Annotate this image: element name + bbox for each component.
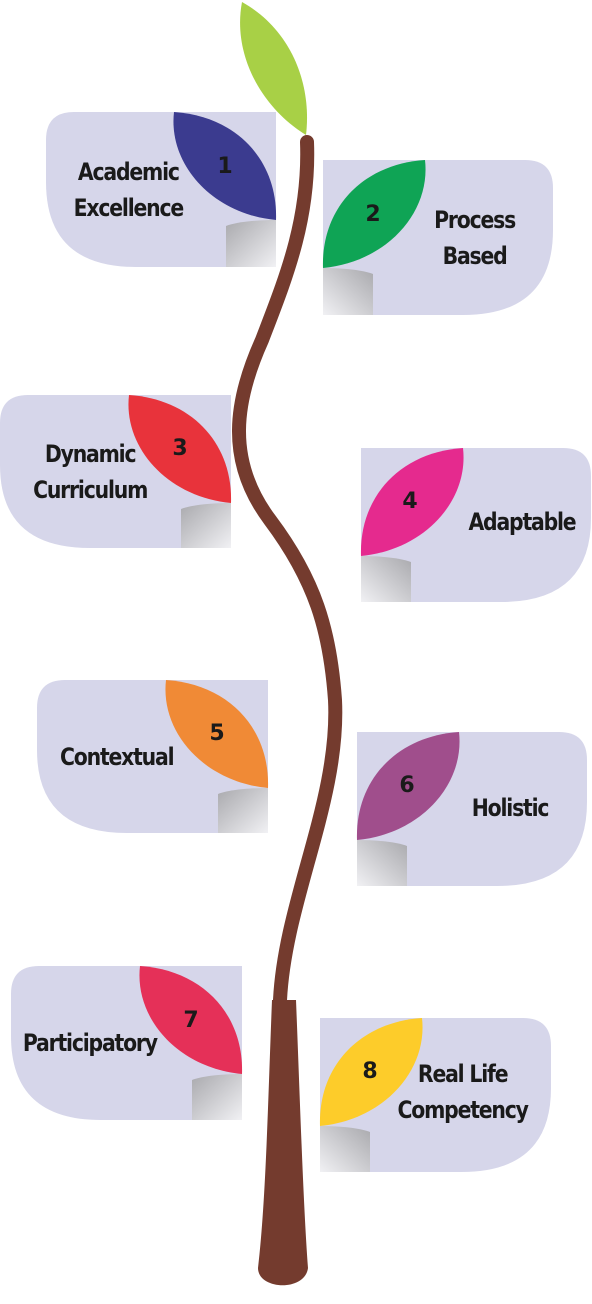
step-leaf-6 [356, 732, 460, 840]
title-line-2: Excellence [73, 194, 184, 222]
title-line-2: Based [442, 242, 507, 270]
step-card-8 [319, 1018, 551, 1172]
card-fold [361, 556, 411, 602]
step-leaf-5 [165, 680, 269, 788]
step-number-1: 1 [217, 154, 233, 179]
title-line-1: Academic [77, 158, 179, 186]
step-card-7 [11, 966, 243, 1120]
step-number-2: 2 [365, 202, 381, 227]
card-fold [226, 220, 276, 267]
step-title-5: Contextual [59, 739, 175, 775]
title-line-1: Process [433, 206, 516, 234]
title-line-1: Contextual [59, 743, 175, 771]
top-leaf [240, 2, 308, 135]
step-number-6: 6 [399, 773, 415, 798]
step-title-4: Adaptable [468, 504, 576, 540]
step-leaf-4 [360, 448, 464, 556]
step-leaf-2 [322, 160, 426, 268]
step-number-3: 3 [172, 436, 188, 461]
step-card-6 [356, 732, 587, 886]
step-leaf-7 [139, 966, 243, 1074]
step-number-8: 8 [362, 1059, 378, 1084]
step-card-2 [322, 160, 553, 315]
tree-trunk-base [258, 1000, 308, 1286]
step-card-4 [360, 448, 591, 602]
card-fold [192, 1074, 242, 1120]
title-line-2: Competency [396, 1096, 528, 1124]
title-line-2: Curriculum [33, 476, 148, 504]
title-line-1: Holistic [471, 794, 550, 822]
step-title-7: Participatory [22, 1025, 158, 1061]
title-line-1: Participatory [22, 1029, 158, 1057]
step-card-5 [37, 680, 269, 833]
card-fold [357, 840, 407, 886]
step-title-6: Holistic [471, 790, 550, 826]
step-card-3 [0, 395, 232, 548]
step-card-1 [46, 112, 277, 267]
step-leaf-8 [319, 1018, 423, 1126]
card-fold [181, 503, 231, 548]
step-number-5: 5 [209, 721, 225, 746]
title-line-1: Real Life [417, 1060, 508, 1088]
step-number-7: 7 [183, 1008, 199, 1033]
card-fold [320, 1126, 370, 1172]
title-line-1: Dynamic [44, 440, 137, 468]
card-fold [323, 268, 373, 315]
step-leaf-3 [128, 395, 232, 503]
title-line-1: Adaptable [468, 508, 576, 536]
step-number-4: 4 [402, 489, 418, 514]
step-leaf-1 [173, 112, 277, 220]
card-fold [218, 788, 268, 833]
